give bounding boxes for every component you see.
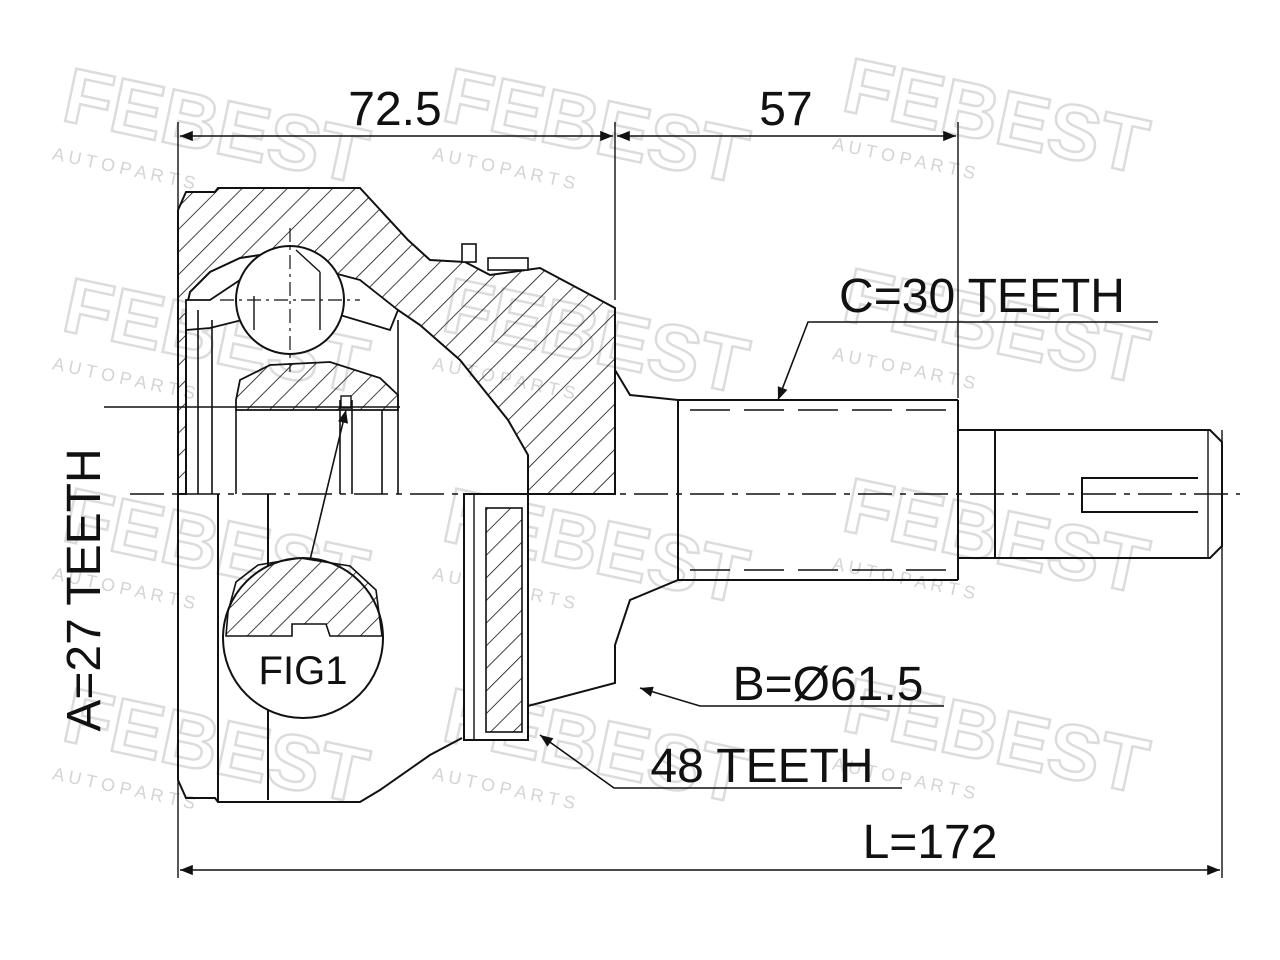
dimension-57: 57 — [617, 83, 956, 142]
abs-teeth-label: 48 TEETH — [650, 740, 873, 793]
dimension-label-total-length: L=172 — [863, 816, 998, 869]
watermark-brand: FEBEST — [836, 461, 1155, 611]
ball-bearing — [220, 228, 360, 372]
seal-diameter-label: B=Ø61.5 — [733, 658, 924, 711]
dimension-72-5: 72.5 — [180, 83, 613, 142]
dimension-label-shaft-length: 57 — [759, 83, 812, 136]
dimension-label-outer-length: 72.5 — [348, 83, 441, 136]
outer-shaft — [677, 400, 1223, 580]
watermark-brand: FEBEST — [436, 51, 755, 201]
watermark-brand: FEBEST — [56, 51, 375, 201]
leader-lines — [309, 321, 1158, 789]
fig1-detail: FIG1 — [222, 557, 384, 719]
outer-teeth-label: C=30 TEETH — [839, 270, 1125, 323]
dimension-total-length: L=172 — [180, 816, 1220, 876]
figure-label: FIG1 — [259, 649, 348, 693]
watermark-brand: FEBEST — [836, 41, 1155, 191]
inner-teeth-label: A=27 TEETH — [58, 448, 111, 731]
abs-ring — [463, 493, 529, 741]
